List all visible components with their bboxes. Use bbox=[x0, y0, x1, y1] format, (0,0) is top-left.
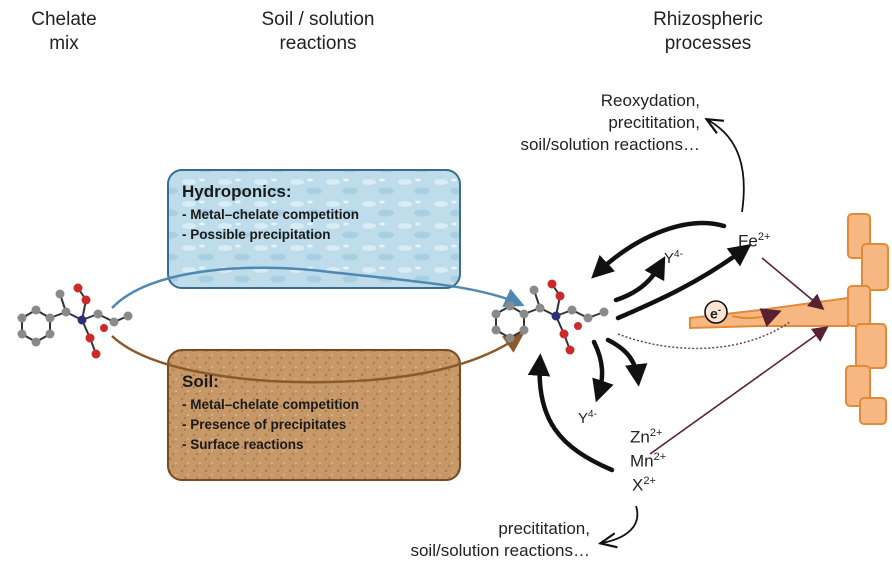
y-ion-charge: 4- bbox=[674, 249, 683, 260]
chelate-to-root-path bbox=[617, 321, 791, 350]
hydroponics-title: Hydroponics: bbox=[182, 182, 292, 201]
header-soil-solution-reactions: Soil / solution reactions bbox=[228, 8, 408, 56]
reoxidation-note-line: Reoxydation, bbox=[600, 91, 700, 110]
reoxidation-note-line: precititation, bbox=[608, 113, 700, 132]
exchange-arrows bbox=[527, 220, 752, 473]
soil-item: - Presence of precipitates bbox=[182, 417, 347, 432]
mn-ion-label: Mn2+ bbox=[630, 446, 666, 473]
fe-to-root-arrow bbox=[761, 257, 825, 311]
fe-ion-charge: 2+ bbox=[757, 231, 771, 243]
header-soil-solution-line1: Soil / solution bbox=[261, 9, 375, 30]
electron-transfer-arrow bbox=[731, 308, 782, 327]
soil-path-arrow bbox=[111, 333, 525, 384]
x-to-precipitation-arrow bbox=[602, 505, 639, 543]
chelate-molecule-center bbox=[491, 279, 609, 355]
soil-item: - Surface reactions bbox=[182, 437, 304, 452]
header-chelate-mix-line1: Chelate bbox=[31, 9, 97, 30]
reoxidation-note: Reoxydation, precititation, soil/solutio… bbox=[430, 90, 700, 156]
zn-ion-symbol: Zn bbox=[630, 427, 650, 447]
x-ion-label: X2+ bbox=[632, 470, 656, 497]
fe-ion-label: Fe2+ bbox=[738, 226, 770, 253]
soil-box-bg bbox=[167, 349, 461, 481]
zn-ion-label: Zn2+ bbox=[630, 422, 662, 449]
electron-symbol: e bbox=[710, 305, 718, 322]
hydroponics-item: - Possible precipitation bbox=[182, 227, 331, 242]
header-soil-solution-line2: reactions bbox=[279, 33, 357, 54]
header-rhizospheric-line2: processes bbox=[664, 33, 752, 54]
electron-circle bbox=[704, 300, 728, 324]
header-rhizospheric-processes: Rhizospheric processes bbox=[618, 8, 798, 56]
y-ion-charge: 4- bbox=[588, 409, 597, 420]
hydroponics-box-bg bbox=[167, 169, 461, 289]
ions-to-root-arrow bbox=[649, 326, 829, 455]
chelate-molecule-left bbox=[17, 283, 133, 359]
reoxidation-note-line: soil/solution reactions… bbox=[520, 135, 700, 154]
y-ion-symbol: Y bbox=[578, 410, 589, 427]
header-chelate-mix-line2: mix bbox=[49, 33, 79, 54]
fe-ion-symbol: Fe bbox=[738, 231, 758, 251]
y-ion-label-upper: Y4- bbox=[664, 244, 683, 270]
soil-box: Soil: - Metal–chelate competition - Pres… bbox=[168, 350, 460, 480]
header-rhizospheric-line1: Rhizospheric bbox=[653, 9, 763, 30]
x-ion-charge: 2+ bbox=[643, 475, 656, 487]
electron-label: e- bbox=[710, 300, 721, 325]
electron-charge: - bbox=[717, 305, 722, 316]
soil-title: Soil: bbox=[182, 372, 219, 391]
fe-to-reoxidation-arrow bbox=[708, 120, 745, 213]
hydroponics-item: - Metal–chelate competition bbox=[182, 207, 360, 222]
precipitation-note: precititation, soil/solution reactions… bbox=[340, 518, 590, 562]
precipitation-note-line: precititation, bbox=[498, 519, 590, 538]
precipitation-note-line: soil/solution reactions… bbox=[410, 541, 590, 560]
mn-ion-charge: 2+ bbox=[653, 451, 667, 463]
hydroponics-box: Hydroponics: - Metal–chelate competition… bbox=[168, 170, 460, 288]
soil-item: - Metal–chelate competition bbox=[182, 397, 360, 412]
y-ion-symbol: Y bbox=[664, 250, 675, 267]
header-chelate-mix: Chelate mix bbox=[18, 8, 110, 56]
hydroponics-path-arrow bbox=[111, 266, 525, 309]
x-ion-symbol: X bbox=[632, 475, 644, 495]
y-ion-label-lower: Y4- bbox=[578, 404, 597, 430]
mn-ion-symbol: Mn bbox=[630, 451, 654, 471]
zn-ion-charge: 2+ bbox=[649, 427, 663, 439]
